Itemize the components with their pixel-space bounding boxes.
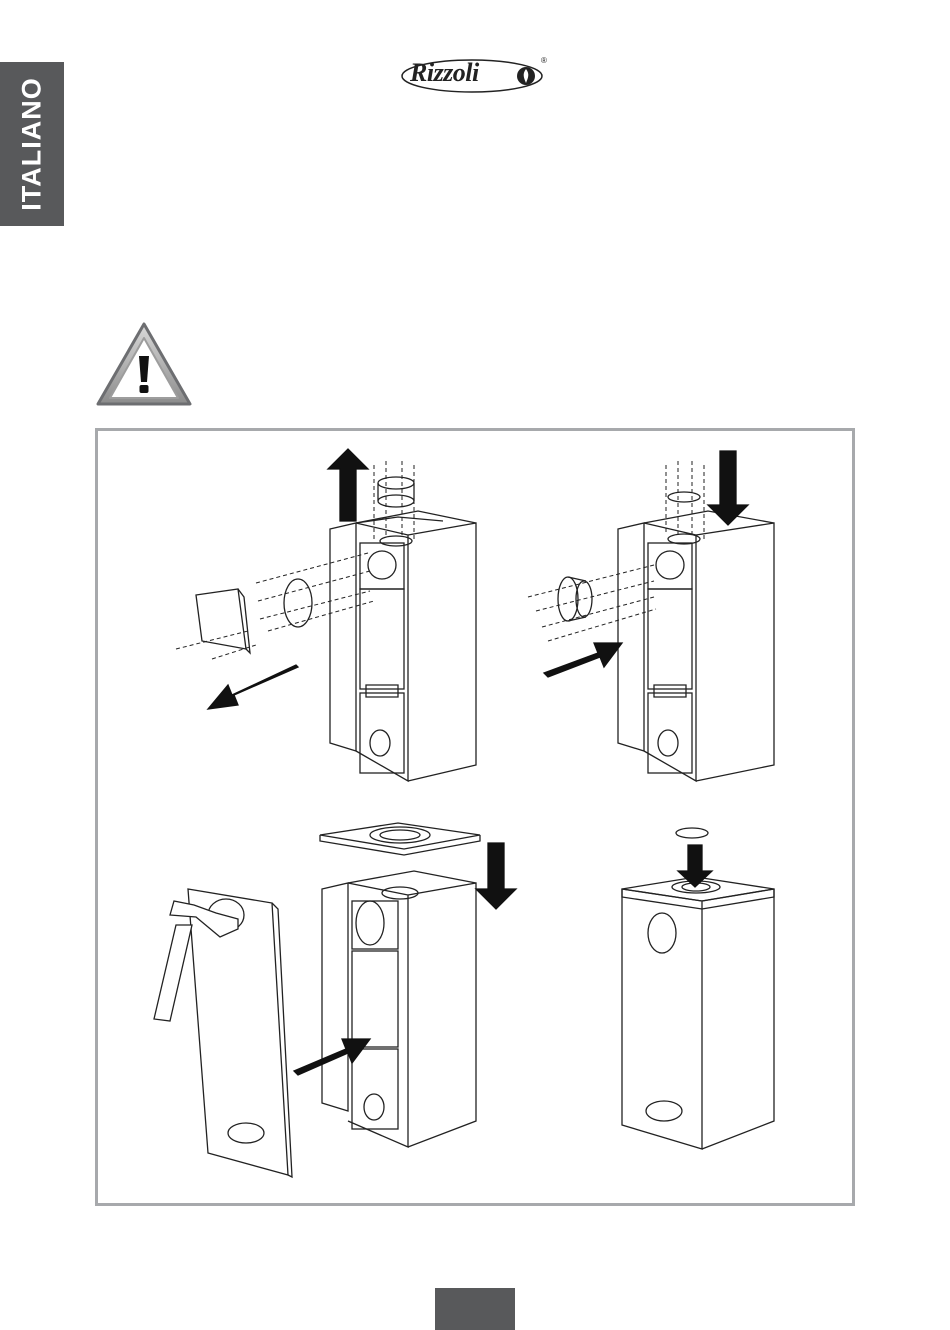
panel-remove-rear-cover: [176, 449, 476, 781]
assembly-illustration: [95, 428, 855, 1206]
language-tab: ITALIANO: [0, 62, 64, 226]
registered-mark: ®: [541, 56, 547, 65]
panel-close-top-outlet: [622, 828, 774, 1149]
page-number-box: [435, 1288, 515, 1330]
warning-triangle-icon: [94, 320, 194, 410]
panel-install-side-outlet: [528, 451, 774, 781]
assembly-drawing: [98, 431, 852, 1203]
brand-name: Rizzoli: [410, 58, 479, 88]
flame-icon: [517, 67, 535, 85]
panel-knock-out-side-panel: [154, 823, 516, 1177]
language-tab-label: ITALIANO: [17, 77, 48, 210]
